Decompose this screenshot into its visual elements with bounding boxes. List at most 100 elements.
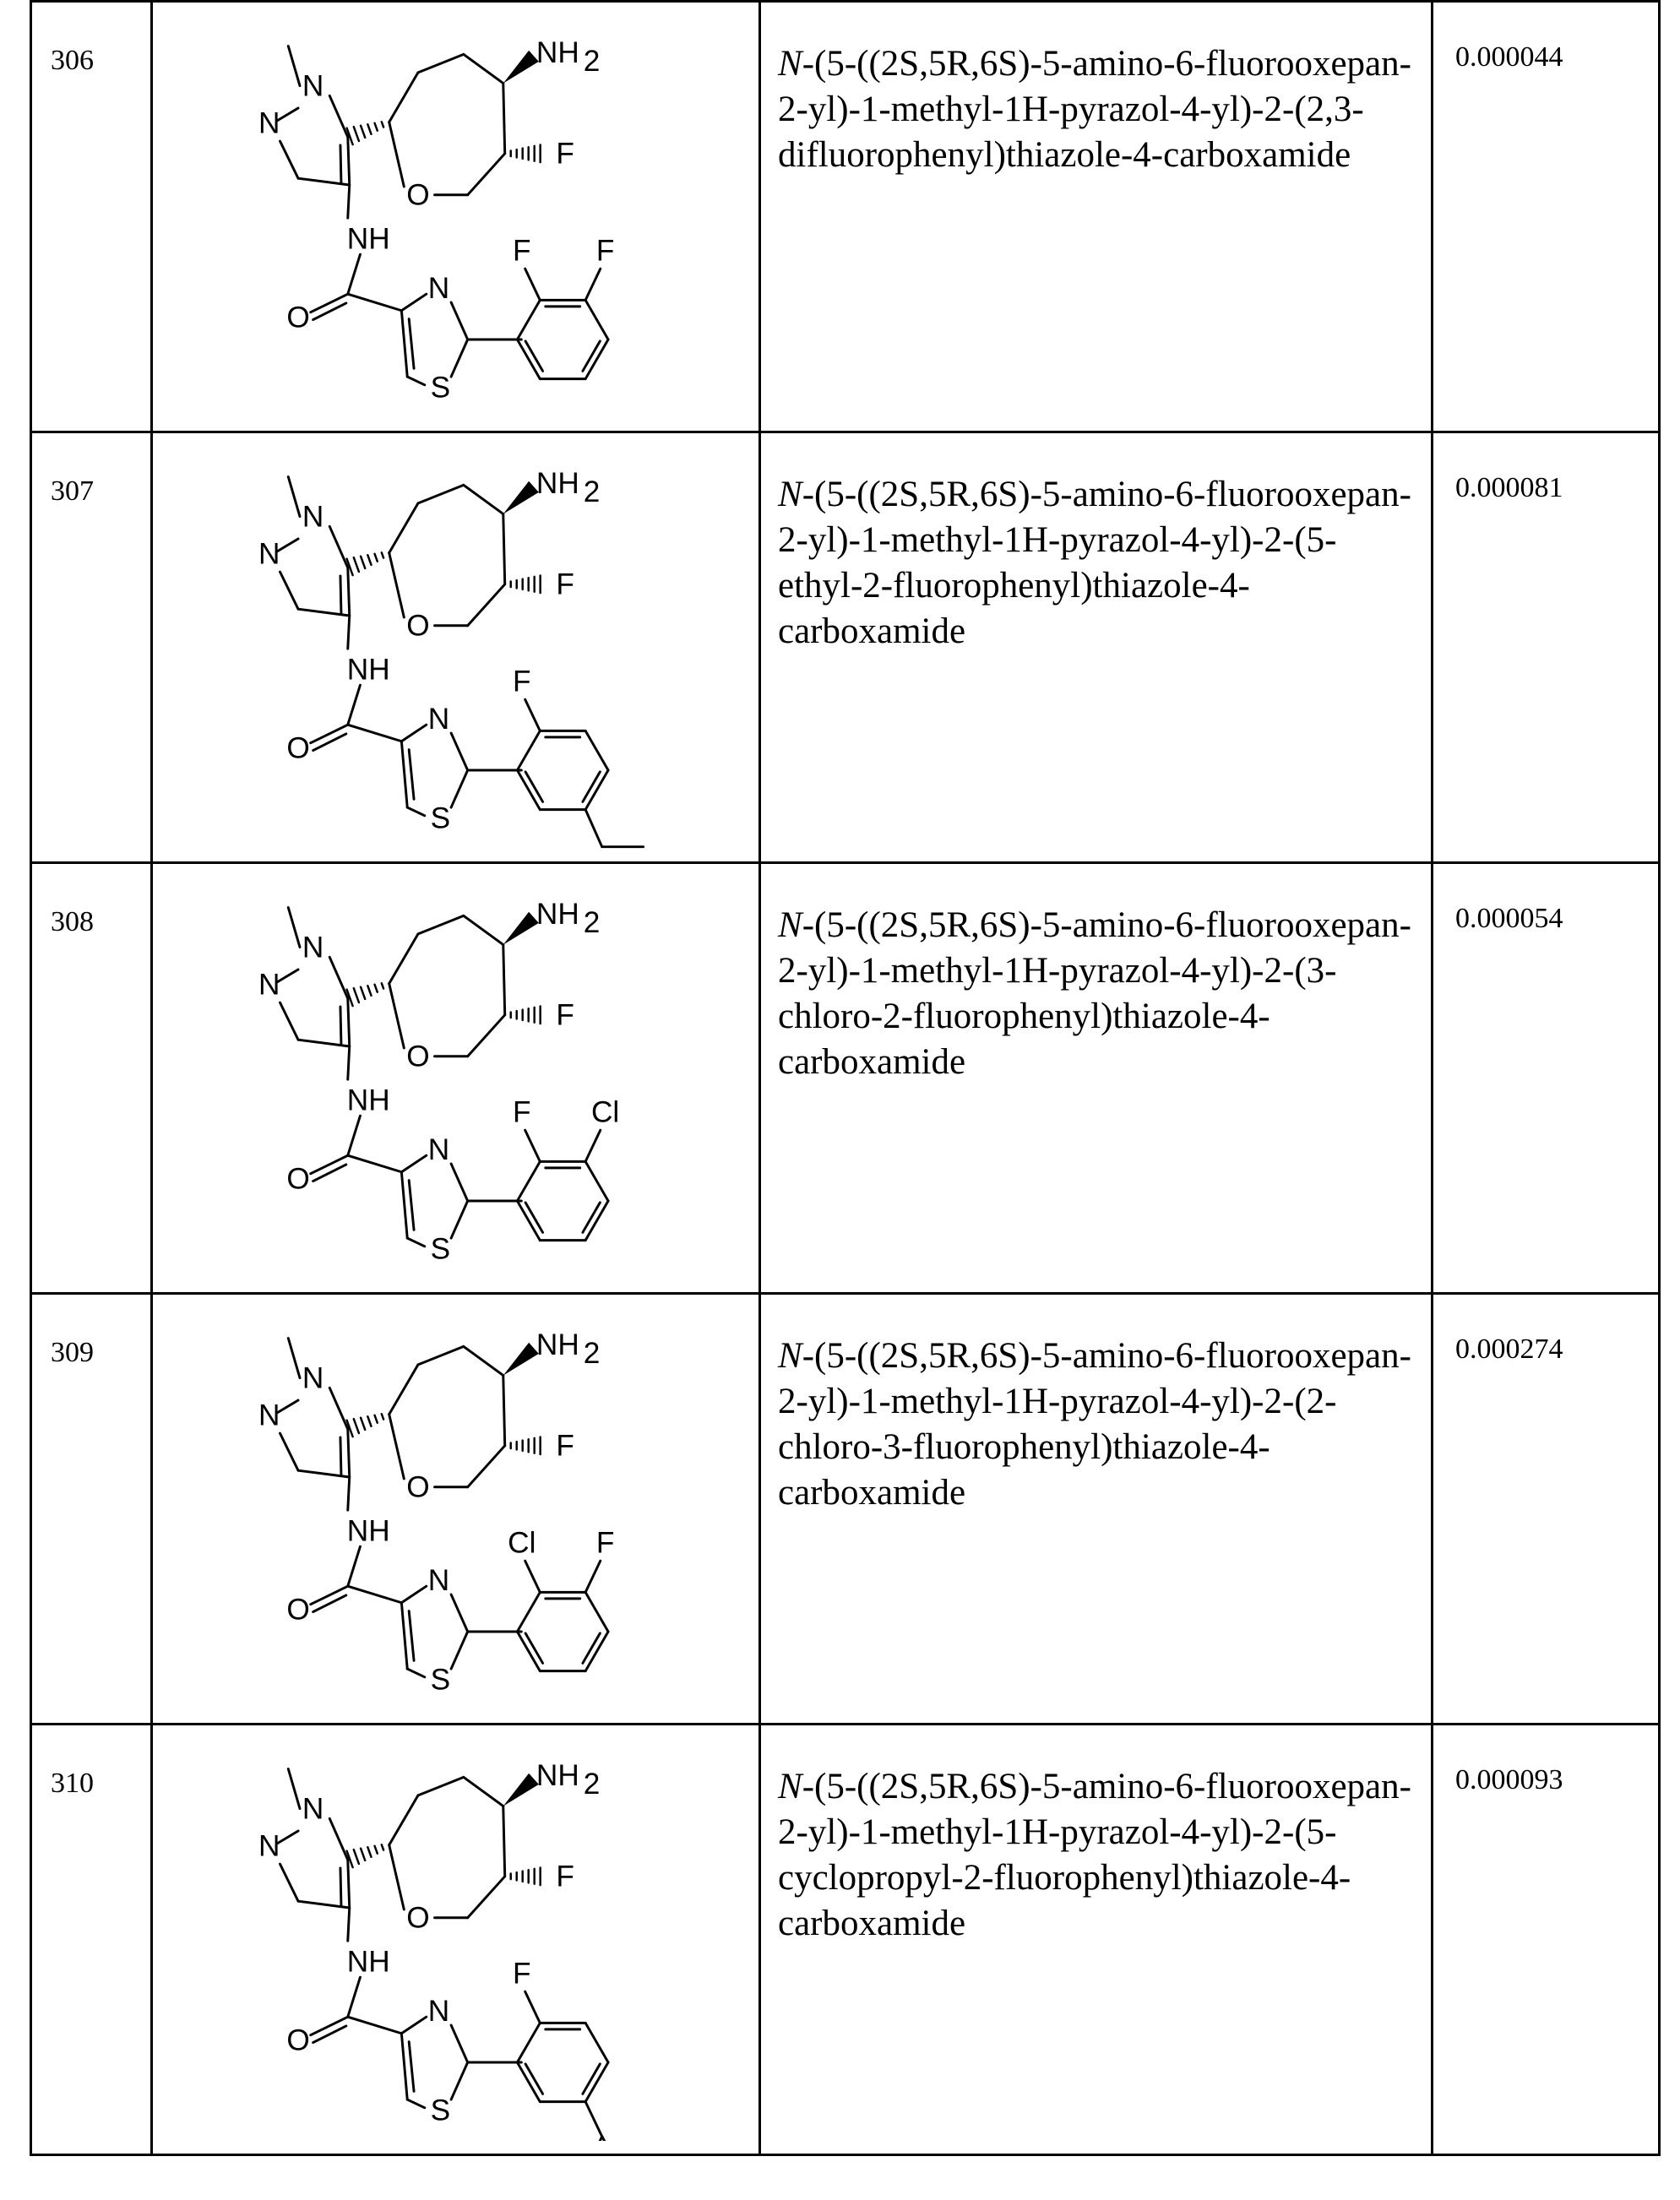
thiazole-double-bond — [409, 1611, 414, 1661]
ring-bond — [418, 54, 464, 73]
pyrazole-bond — [329, 957, 348, 998]
thiazole-bond — [401, 725, 426, 741]
carbonyl-bond — [311, 1155, 348, 1174]
wedge-bond — [503, 1343, 539, 1376]
amide-nh-label: NH — [347, 1084, 390, 1116]
amide-bond — [348, 1546, 361, 1586]
ring-bond — [418, 1777, 464, 1795]
hash-bond-stroke — [375, 554, 378, 562]
compound-name: N-(5-((2S,5R,6S)-5-amino-6-fluorooxepan-… — [761, 1295, 1431, 1516]
amide-nh-label: NH — [347, 222, 390, 255]
amino-label: NH — [536, 467, 579, 500]
pyrazole-bond — [329, 526, 348, 568]
thiazole-bond — [401, 1155, 426, 1172]
phenyl-bond — [585, 1161, 608, 1201]
pyrazole-bond — [278, 1400, 298, 1413]
ring-bond — [389, 73, 418, 122]
fluoro-label: F — [556, 138, 574, 171]
hash-bond-stroke — [361, 1849, 365, 1860]
amino-subscript: 2 — [584, 45, 601, 78]
structure-drawing: ONH2FNNNHONSF — [177, 1752, 734, 2141]
compound-name-cell: N-(5-((2S,5R,6S)-5-amino-6-fluorooxepan-… — [760, 1725, 1433, 2155]
ortho-sub-bond — [525, 1561, 541, 1592]
compound-id-cell: 309 — [31, 1294, 152, 1725]
hash-bond-stroke — [361, 557, 365, 568]
ring-bond — [389, 984, 405, 1048]
carbonyl-o-label: O — [286, 2023, 309, 2056]
thiazole-s-label: S — [431, 1233, 450, 1266]
pyrazole-bond — [329, 1818, 348, 1860]
amide-bond — [348, 685, 361, 725]
pyrazole-bond — [278, 970, 298, 982]
ring-bond — [389, 1845, 405, 1909]
thiazole-bond — [401, 294, 426, 311]
hash-bond-stroke — [382, 1414, 383, 1419]
thiazole-double-bond — [409, 2042, 414, 2092]
thiazole-bond — [451, 2025, 468, 2062]
thiazole-bond — [348, 294, 402, 311]
thiazole-n-label: N — [428, 703, 449, 736]
hash-bond-stroke — [367, 1847, 371, 1857]
pyrazole-bond — [348, 137, 350, 185]
pyrazole-bond — [280, 1002, 299, 1040]
thiazole-s-label: S — [431, 2094, 450, 2127]
meta-substituent-label: F — [596, 1526, 615, 1559]
thiazole-bond — [407, 2100, 425, 2108]
hash-bond-stroke — [367, 1416, 371, 1426]
activity-value-cell: 0.000081 — [1433, 432, 1660, 863]
meta-sub-bond — [585, 1561, 601, 1592]
wedge-bond — [503, 481, 539, 514]
compound-name-rest: -(5-((2S,5R,6S)-5-amino-6-fluorooxepan-2… — [778, 475, 1411, 651]
structure-cell: ONH2FNNNHONSClF — [152, 1294, 760, 1725]
compound-table: 306 ONH2FNNNHONSFF N-(5-((2S,5R,6S)-5-am… — [30, 0, 1661, 2156]
thiazole-bond — [348, 1155, 402, 1172]
carbonyl-double-bond — [313, 734, 346, 751]
compound-name-cell: N-(5-((2S,5R,6S)-5-amino-6-fluorooxepan-… — [760, 1294, 1433, 1725]
structure-cell: ONH2FNNNHONSFF — [152, 2, 760, 432]
carbonyl-bond — [311, 1586, 348, 1605]
thiazole-bond — [451, 302, 468, 340]
structure-drawing: ONH2FNNNHONSFF — [177, 30, 734, 418]
molecule: ONH2FNNNHONSFF — [258, 36, 614, 404]
thiazole-bond — [401, 2017, 426, 2034]
ring-bond — [464, 485, 503, 513]
pyrazole-bond — [329, 95, 348, 137]
ring-bond — [389, 934, 418, 984]
compound-id: 306 — [32, 3, 150, 77]
pyrazole-bond — [280, 1864, 299, 1901]
compound-name-cell: N-(5-((2S,5R,6S)-5-amino-6-fluorooxepan-… — [760, 863, 1433, 1294]
fluoro-label: F — [556, 568, 574, 601]
compound-id: 307 — [32, 433, 150, 508]
amino-label: NH — [536, 36, 579, 69]
hash-bond-stroke — [354, 127, 359, 141]
activity-value-cell: 0.000054 — [1433, 863, 1660, 1294]
ring-bond — [389, 503, 418, 553]
thiazole-double-bond — [409, 319, 414, 369]
thiazole-bond — [348, 2017, 402, 2034]
compound-id: 309 — [32, 1295, 150, 1369]
meta-sub-bond — [585, 269, 601, 300]
molecule: ONH2FNNNHONSFCl — [258, 898, 619, 1265]
amide-nh-label: NH — [347, 653, 390, 686]
amide-nh-bond — [348, 616, 350, 649]
ring-bond — [418, 915, 464, 934]
pyrazole-n2-label: N — [258, 1399, 280, 1431]
table-row: 310 ONH2FNNNHONSF N-(5-((2S,5R,6S)-5-ami… — [31, 1725, 1660, 2155]
phenyl-bond — [517, 1161, 540, 1201]
carbonyl-bond — [311, 294, 348, 312]
pyrazole-bond — [348, 568, 350, 616]
compound-name-prefix: N — [778, 1336, 802, 1376]
carbonyl-bond — [311, 725, 348, 743]
compound-name-prefix: N — [778, 44, 802, 84]
hash-bond-stroke — [367, 986, 371, 996]
hash-bond-stroke — [382, 122, 383, 127]
thiazole-n-label: N — [428, 1564, 449, 1597]
ortho-substituent-label: Cl — [508, 1526, 536, 1559]
phenyl-bond — [517, 2023, 540, 2062]
activity-value: 0.000093 — [1433, 1725, 1658, 1796]
ring-bond — [464, 915, 503, 944]
wedge-bond — [503, 912, 539, 945]
amide-bond — [348, 1977, 361, 2017]
pyrazole-n2-label: N — [258, 537, 280, 570]
oxygen-label: O — [406, 1901, 429, 1934]
